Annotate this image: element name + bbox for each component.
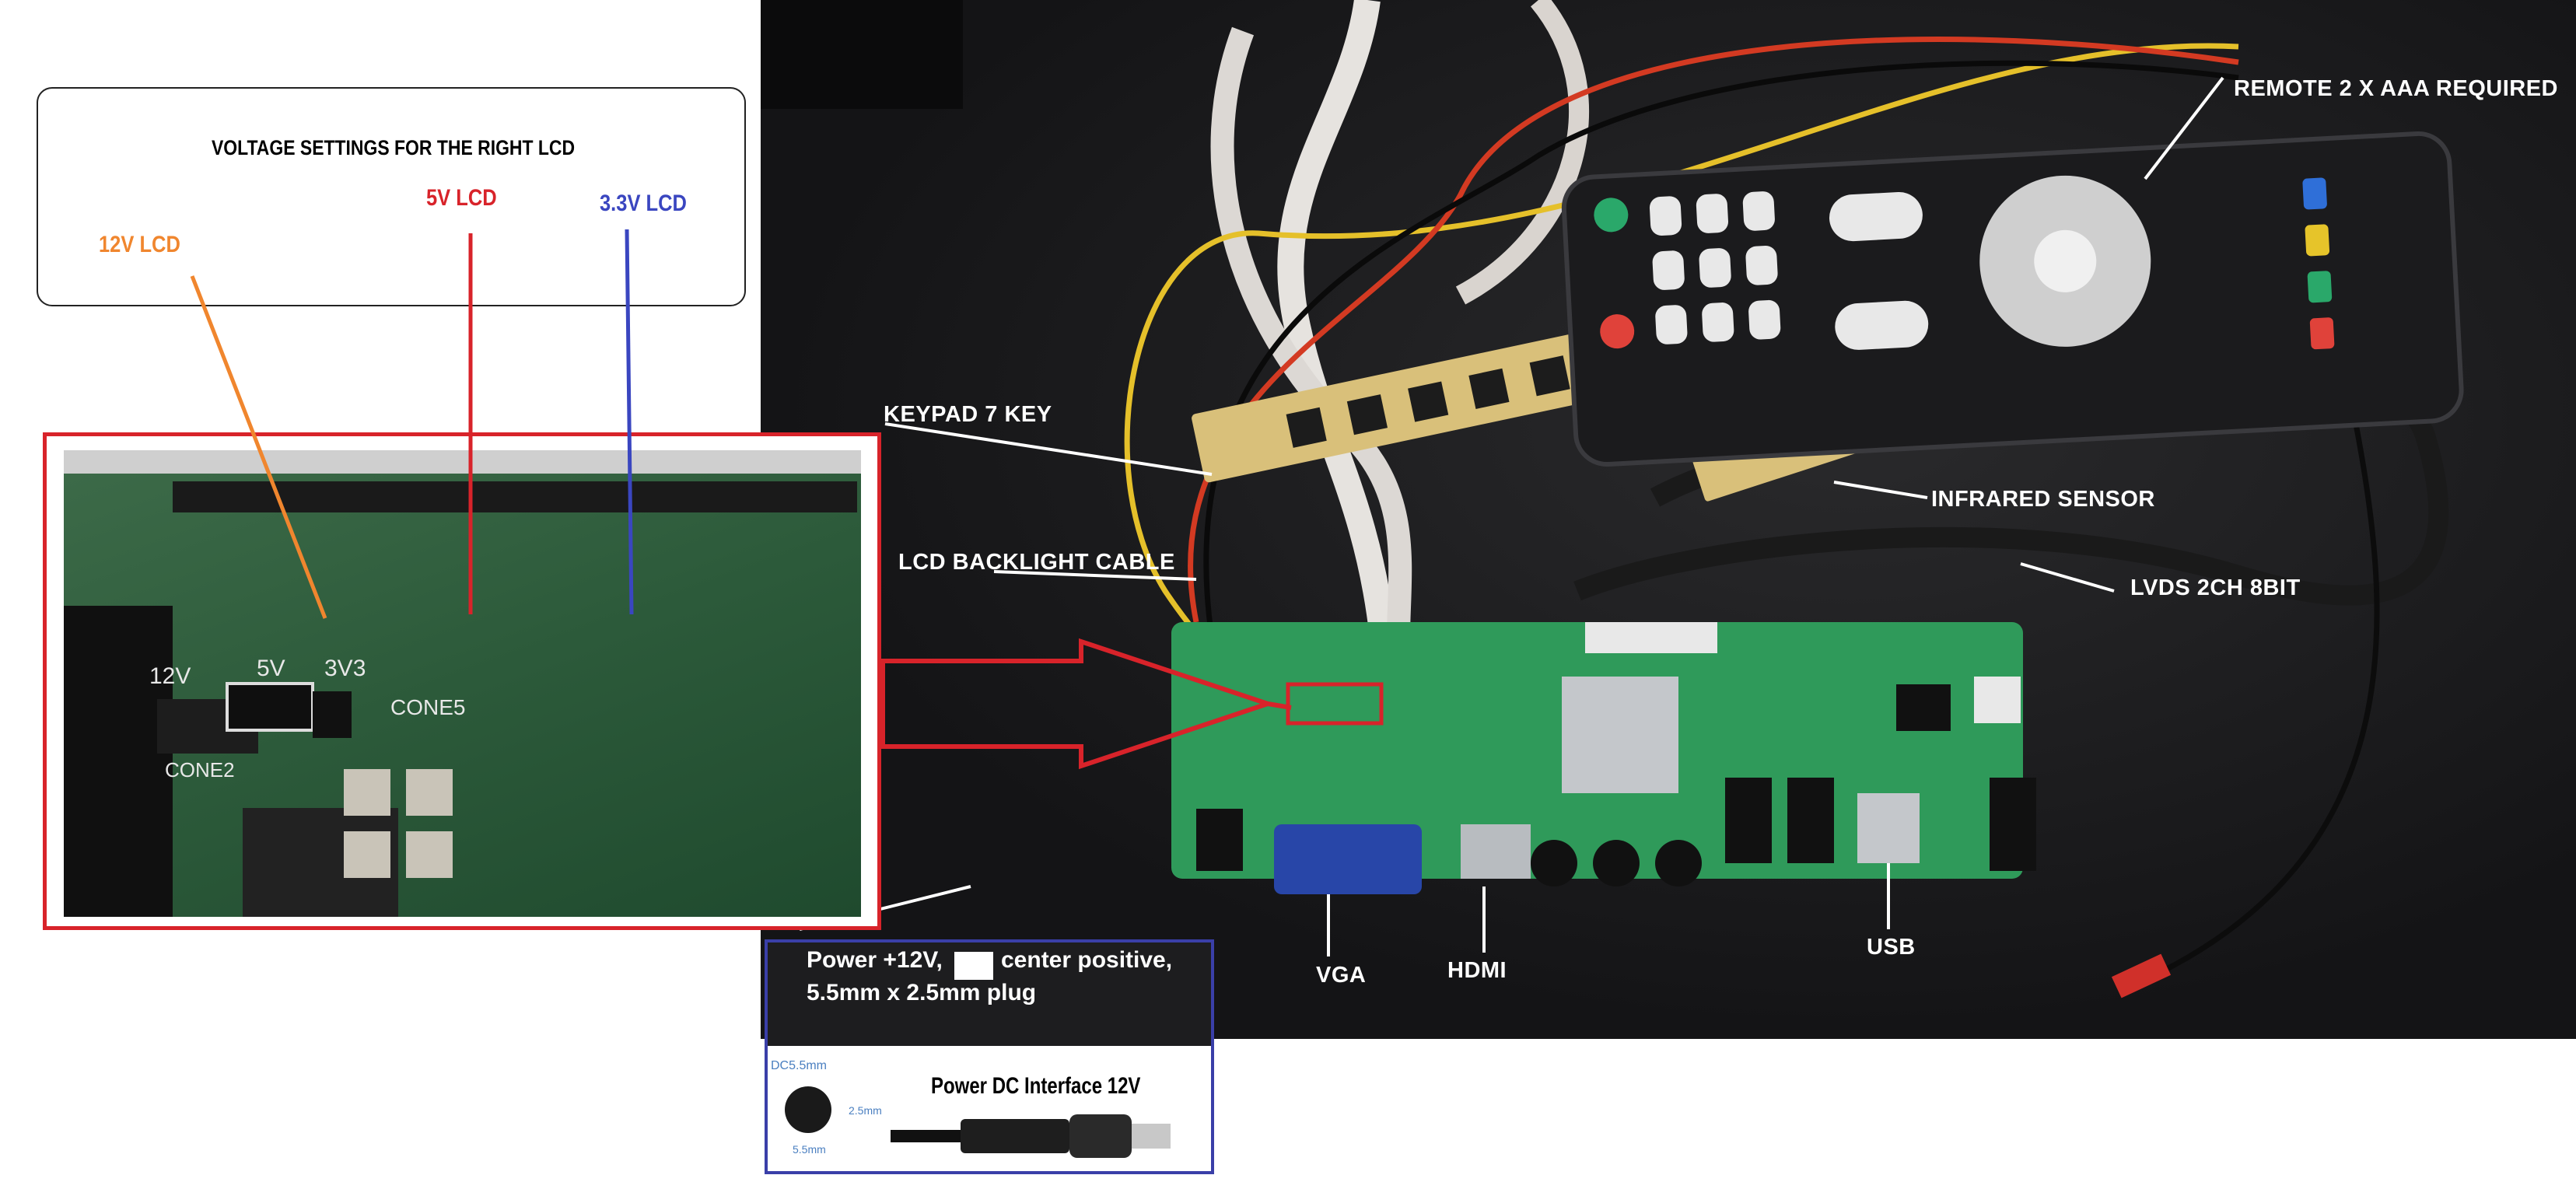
backlight-label: LCD BACKLIGHT CABLE xyxy=(898,550,1175,575)
jumper-highlight-box xyxy=(1286,682,1384,726)
power-text-panel: Power +12V, center positive, 5.5mm x 2.5… xyxy=(768,942,1211,1046)
label-12v-lcd: 12V LCD xyxy=(99,232,180,257)
vga-port xyxy=(1274,824,1422,894)
dc-plug-icon xyxy=(891,1114,1171,1158)
power-interface-title: Power DC Interface 12V xyxy=(931,1073,1141,1099)
hdmi-port xyxy=(1461,824,1531,879)
jumper-closeup-photo: 12V 5V 3V3 CONE5 CONE2 xyxy=(64,450,861,917)
keypad-label: KEYPAD 7 KEY xyxy=(884,402,1052,427)
label-33v-lcd: 3.3V LCD xyxy=(600,191,687,216)
pcb-label-cone2: CONE2 xyxy=(165,758,235,782)
power-info-box: Power +12V, center positive, 5.5mm x 2.5… xyxy=(765,939,1214,1174)
lvds-connector xyxy=(1585,622,1717,653)
black-wire xyxy=(1203,60,2239,638)
vga-label: VGA xyxy=(1316,963,1367,988)
voltage-settings-title: VOLTAGE SETTINGS FOR THE RIGHT LCD xyxy=(212,136,576,159)
pcb-label-cone5: CONE5 xyxy=(390,695,465,719)
power-line2: 5.5mm x 2.5mm plug xyxy=(807,980,1037,1005)
outer-dim-label: 5.5mm xyxy=(793,1143,826,1156)
jumper-3v3 xyxy=(313,691,352,738)
voltage-pointer-lines xyxy=(190,229,634,619)
keypad-board xyxy=(1192,315,1677,483)
ribbon-cable xyxy=(1277,0,1396,639)
board-photo: REMOTE 2 X AAA REQUIRED KEYPAD 7 KEY INF… xyxy=(761,0,2576,1039)
label-5v-lcd: 5V LCD xyxy=(426,185,497,211)
usb-port xyxy=(1857,793,1920,863)
lvds-label: LVDS 2CH 8BIT xyxy=(2130,575,2301,600)
heatsink xyxy=(1562,677,1678,793)
power-line1b: center positive, xyxy=(1001,947,1173,973)
dc-jack-icon xyxy=(785,1086,831,1133)
hdmi-label: HDMI xyxy=(1447,958,1507,983)
pcb-label-3v3: 3V3 xyxy=(324,656,366,681)
remote-label: REMOTE 2 X AAA REQUIRED xyxy=(2234,76,2559,101)
inner-dim-label: 2.5mm xyxy=(849,1104,882,1117)
redacted-block xyxy=(954,952,993,980)
remote-control xyxy=(1561,131,2464,467)
dc-size-label: DC5.5mm xyxy=(771,1059,828,1072)
keyboard-corner xyxy=(761,0,963,109)
power-line1a: Power +12V, xyxy=(807,947,943,973)
infrared-label: INFRARED SENSOR xyxy=(1931,487,2155,512)
jumper-closeup-inset: 12V 5V 3V3 CONE5 CONE2 xyxy=(43,432,881,930)
usb-label: USB xyxy=(1867,935,1916,960)
yellow-wire xyxy=(1124,43,2239,702)
controller-pcb xyxy=(1171,622,2036,894)
red-connector xyxy=(2111,953,2172,998)
pcb-label-12v: 12V xyxy=(149,663,191,689)
jumper-5v xyxy=(226,682,314,732)
red-arrow xyxy=(880,638,1292,770)
pcb-label-5v: 5V xyxy=(257,656,285,681)
